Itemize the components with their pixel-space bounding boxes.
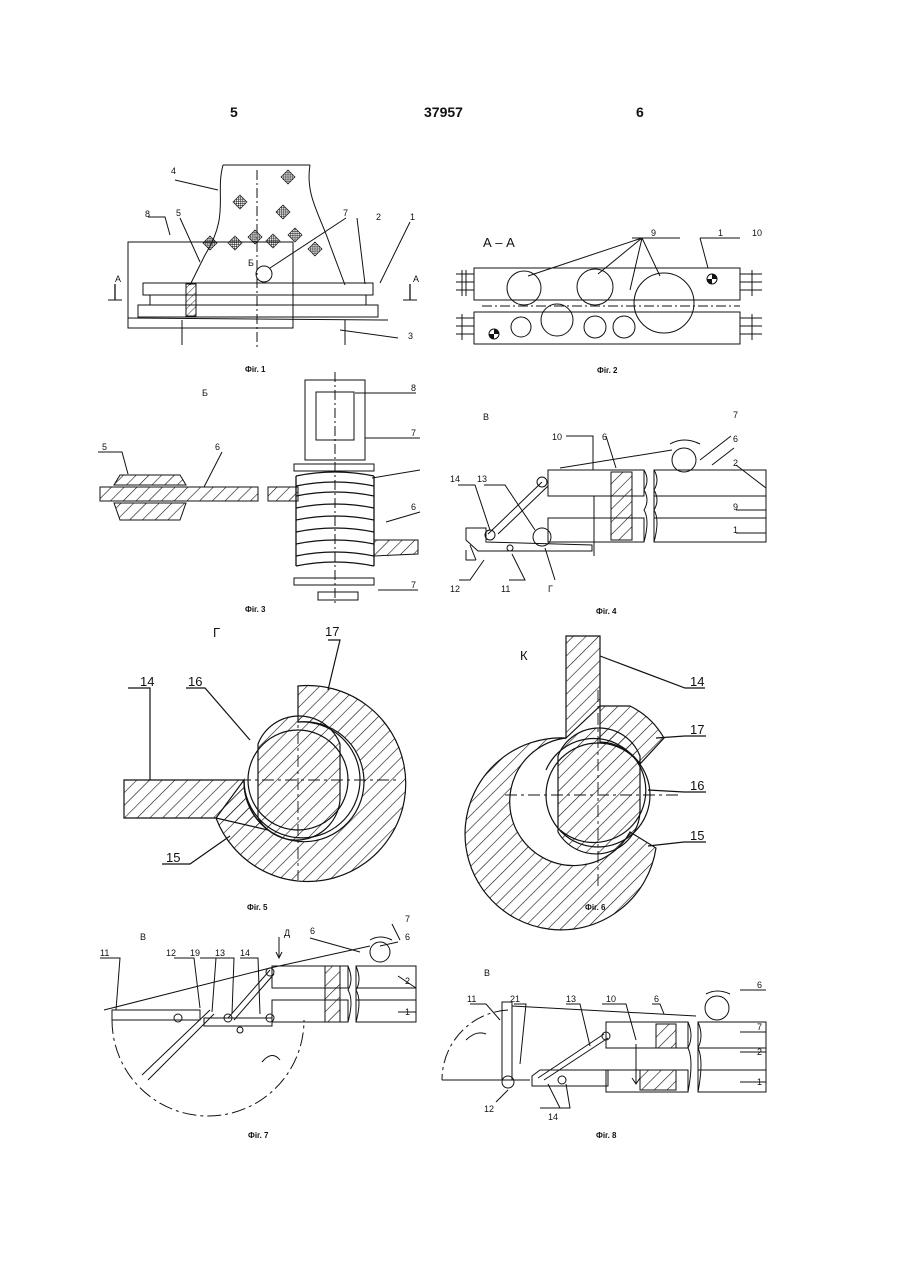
fig4-label-6: 6 [602, 432, 607, 442]
fig4-label-14: 14 [450, 474, 460, 484]
fig7-label-14: 14 [240, 948, 250, 958]
fig8-label-7: 7 [757, 1022, 762, 1032]
fig2-label-9: 9 [651, 228, 656, 238]
fig7-label-6: 6 [310, 926, 315, 936]
fig4-label-10: 10 [552, 432, 562, 442]
fig7-label-7: 7 [405, 914, 410, 924]
fig5-view-label: Г [213, 625, 220, 640]
figure-2 [456, 238, 762, 344]
fig1-label-7: 7 [343, 208, 348, 218]
fig7-label-11: 11 [100, 948, 109, 958]
fig8-view-label: В [484, 968, 490, 978]
fig4-caption: Фіг. 4 [596, 607, 617, 616]
fig1-section-left: А [115, 274, 121, 284]
fig3-label-5: 5 [102, 442, 107, 452]
fig8-label-12: 12 [484, 1104, 494, 1114]
fig3-label-7b: 7 [411, 580, 416, 590]
fig4-label-1: 1 [733, 525, 738, 535]
fig2-caption: Фіг. 2 [597, 366, 618, 375]
fig1-label-4: 4 [171, 166, 176, 176]
fig7-label-6b: 6 [405, 932, 410, 942]
fig4-label-6b: 6 [733, 434, 738, 444]
figure-1 [108, 165, 417, 350]
fig7-label-19: 19 [190, 948, 200, 958]
fig1-section-right: А [413, 274, 419, 284]
fig7-label-13: 13 [215, 948, 225, 958]
fig8-label-14: 14 [548, 1112, 558, 1122]
fig4-label-7: 7 [733, 410, 738, 420]
fig4-label-9: 9 [733, 502, 738, 512]
fig8-label-6: 6 [654, 994, 659, 1004]
figure-8 [442, 990, 766, 1108]
figure-4 [458, 436, 766, 580]
fig3-label-6b: 6 [411, 502, 416, 512]
fig3-label-6: 6 [215, 442, 220, 452]
fig8-label-6b: 6 [757, 980, 762, 990]
fig4-label-g: Г [548, 584, 553, 594]
fig8-label-21: 21 [510, 994, 520, 1004]
fig1-label-3: 3 [408, 331, 413, 341]
fig4-view-label: В [483, 412, 489, 422]
fig4-label-12: 12 [450, 584, 460, 594]
fig7-label-12: 12 [166, 948, 176, 958]
fig8-label-13: 13 [566, 994, 576, 1004]
fig4-label-11: 11 [501, 584, 510, 594]
fig2-label-10: 10 [752, 228, 762, 238]
fig5-caption: Фіг. 5 [247, 903, 268, 912]
fig5-label-16: 16 [188, 674, 202, 689]
fig5-label-15: 15 [166, 850, 180, 865]
fig3-view-label: Б [202, 388, 208, 398]
fig6-label-16: 16 [690, 778, 704, 793]
figure-5 [124, 640, 406, 882]
fig8-label-2: 2 [757, 1047, 762, 1057]
fig1-label-5: 5 [176, 208, 181, 218]
fig6-label-14: 14 [690, 674, 704, 689]
fig1-label-8: 8 [145, 209, 150, 219]
fig8-caption: Фіг. 8 [596, 1131, 617, 1140]
fig7-arrow-label: Д [284, 928, 290, 938]
figure-6 [465, 636, 706, 930]
figure-7 [100, 924, 416, 1116]
fig4-label-13: 13 [477, 474, 487, 484]
fig7-view-label: В [140, 932, 146, 942]
fig1-label-2: 2 [376, 212, 381, 222]
fig4-label-2: 2 [733, 458, 738, 468]
fig8-label-11: 11 [467, 994, 476, 1004]
fig7-label-1: 1 [405, 1007, 410, 1017]
fig1-caption: Фіг. 1 [245, 365, 266, 374]
fig7-caption: Фіг. 7 [248, 1131, 269, 1140]
fig6-label-17: 17 [690, 722, 704, 737]
fig8-label-1: 1 [757, 1077, 762, 1087]
fig6-label-15: 15 [690, 828, 704, 843]
fig2-label-1: 1 [718, 228, 723, 238]
fig2-section-title: А – А [483, 235, 515, 250]
fig6-caption: Фіг. 6 [585, 903, 606, 912]
fig7-label-2: 2 [405, 976, 410, 986]
fig8-label-10: 10 [606, 994, 616, 1004]
figure-3 [98, 372, 420, 605]
fig1-label-1: 1 [410, 212, 415, 222]
fig3-label-7: 7 [411, 428, 416, 438]
fig1-view-label: Б [248, 258, 254, 268]
fig5-label-14: 14 [140, 674, 154, 689]
fig3-label-8: 8 [411, 383, 416, 393]
fig5-label-17: 17 [325, 624, 339, 639]
fig3-caption: Фіг. 3 [245, 605, 266, 614]
fig6-view-label: К [520, 648, 528, 663]
